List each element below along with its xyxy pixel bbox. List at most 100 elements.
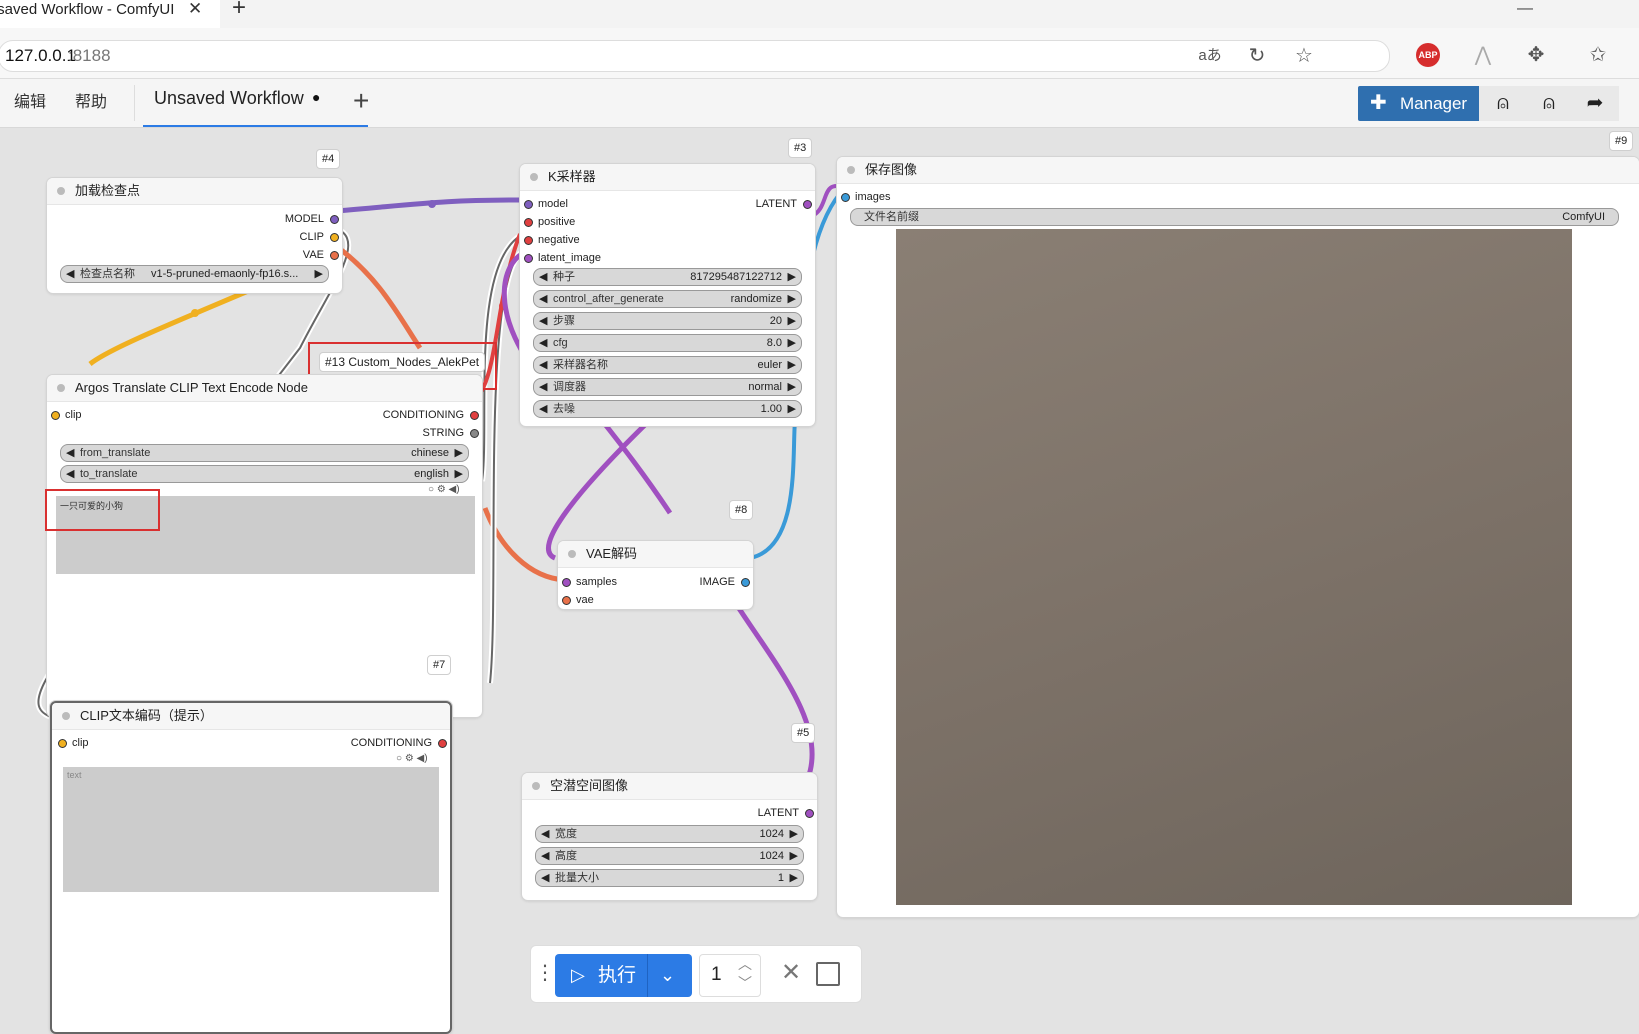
output-string-slot[interactable]: [470, 429, 479, 438]
manager-button[interactable]: ✚ Manager: [1358, 86, 1479, 121]
increment-icon[interactable]: ︿: [738, 956, 752, 972]
from-translate-combo[interactable]: ◀ from_translate chinese ▶: [60, 444, 469, 462]
batch-count-stepper[interactable]: 1 ︿ ﹀: [699, 954, 761, 997]
extensions-icon[interactable]: ✥: [1527, 44, 1545, 66]
arrow-left-icon[interactable]: ◀: [541, 872, 550, 884]
width-widget[interactable]: ◀ 宽度 1024 ▶: [535, 825, 804, 843]
input-positive-slot[interactable]: [524, 218, 533, 227]
arrow-left-icon[interactable]: ◀: [66, 468, 75, 480]
adblock-icon[interactable]: ABP: [1416, 43, 1440, 67]
close-tab-icon[interactable]: ✕: [188, 0, 203, 18]
arrow-right-icon[interactable]: ▶: [789, 872, 798, 884]
browser-tab[interactable]: Unsaved Workflow - ComfyUI ✕: [0, 0, 220, 28]
drag-handle-icon[interactable]: ⋮: [535, 962, 555, 984]
menu-help[interactable]: 帮助: [75, 94, 108, 111]
input-model-slot[interactable]: [524, 200, 533, 209]
arrow-left-icon[interactable]: ◀: [66, 447, 75, 459]
output-image-slot[interactable]: [741, 578, 750, 587]
input-clip-slot[interactable]: [51, 411, 60, 420]
arrow-right-icon[interactable]: ▶: [789, 828, 798, 840]
node-title-bar[interactable]: CLIP文本编码（提示）: [52, 703, 450, 730]
textarea-tools-icon[interactable]: ○ ⚙ ◀): [396, 753, 428, 764]
add-workflow-button[interactable]: +: [353, 85, 370, 116]
cfg-widget[interactable]: ◀ cfg 8.0 ▶: [533, 334, 802, 352]
filename-prefix-widget[interactable]: 文件名前缀 ComfyUI: [850, 208, 1619, 226]
arrow-left-icon[interactable]: ◀: [539, 403, 548, 415]
arrow-right-icon[interactable]: ▶: [454, 447, 463, 459]
arrow-right-icon[interactable]: ▶: [787, 293, 796, 305]
node-title-bar[interactable]: Argos Translate CLIP Text Encode Node: [47, 375, 482, 402]
output-latent-slot[interactable]: [803, 200, 812, 209]
checkpoint-loader-node[interactable]: 加载检查点 MODEL CLIP VAE ◀ 检查点名称 v1-5-pruned…: [47, 178, 342, 293]
collapse-dot-icon[interactable]: [62, 712, 70, 720]
run-button[interactable]: ▷ 执行 ⌄: [555, 954, 692, 997]
output-image-placeholder[interactable]: [896, 229, 1572, 905]
arrow-left-icon[interactable]: ◀: [539, 315, 548, 327]
collapse-dot-icon[interactable]: [532, 782, 540, 790]
chevron-down-icon[interactable]: ⌄: [660, 965, 676, 985]
brand-icon[interactable]: ⋀: [1474, 44, 1492, 66]
clip-text-encode-node[interactable]: CLIP文本编码（提示） clip CONDITIONING ○ ⚙ ◀) te…: [50, 701, 452, 1034]
collapse-dot-icon[interactable]: [57, 187, 65, 195]
output-clip-slot[interactable]: [330, 233, 339, 242]
node-title-bar[interactable]: 保存图像: [837, 157, 1639, 184]
node-title-bar[interactable]: 加载检查点: [47, 178, 342, 205]
node-title-bar[interactable]: VAE解码: [558, 541, 753, 568]
to-translate-combo[interactable]: ◀ to_translate english ▶: [60, 465, 469, 483]
save-image-node[interactable]: 保存图像 images 文件名前缀 ComfyUI: [837, 157, 1639, 917]
checkpoint-name-combo[interactable]: ◀ 检查点名称 v1-5-pruned-emaonly-fp16.s... ▶: [60, 265, 329, 283]
textarea-tools-icon[interactable]: ○ ⚙ ◀): [428, 484, 460, 495]
arrow-left-icon[interactable]: ◀: [539, 337, 548, 349]
arrow-left-icon[interactable]: ◀: [539, 271, 548, 283]
denoise-widget[interactable]: ◀ 去噪 1.00 ▶: [533, 400, 802, 418]
batch-size-widget[interactable]: ◀ 批量大小 1 ▶: [535, 869, 804, 887]
vae-decode-node[interactable]: VAE解码 samples vae IMAGE: [558, 541, 753, 609]
arrow-left-icon[interactable]: ◀: [66, 268, 75, 280]
steps-widget[interactable]: ◀ 步骤 20 ▶: [533, 312, 802, 330]
node-canvas[interactable]: #4 加载检查点 MODEL CLIP VAE ◀ 检查点名称 v1-5-pru…: [0, 128, 1639, 1034]
sampler-name-widget[interactable]: ◀ 采样器名称 euler ▶: [533, 356, 802, 374]
minimize-icon[interactable]: —: [1517, 0, 1533, 17]
menu-edit[interactable]: 编辑: [14, 94, 47, 111]
arrow-right-icon[interactable]: ▶: [789, 850, 798, 862]
arrow-right-icon[interactable]: ▶: [314, 268, 323, 280]
arrow-right-icon[interactable]: ▶: [787, 337, 796, 349]
new-tab-button[interactable]: +: [232, 0, 247, 21]
input-vae-slot[interactable]: [562, 596, 571, 605]
cancel-icon[interactable]: ✕: [781, 959, 802, 986]
input-clip-slot[interactable]: [58, 739, 67, 748]
translate-text-input[interactable]: 一只可爱的小狗: [56, 496, 475, 574]
arrow-left-icon[interactable]: ◀: [541, 828, 550, 840]
favorite-star-icon[interactable]: ☆: [1295, 45, 1313, 67]
input-samples-slot[interactable]: [562, 578, 571, 587]
empty-latent-node[interactable]: 空潜空间图像 LATENT ◀ 宽度 1024 ▶ ◀ 高度 1024 ▶ ◀ …: [522, 773, 817, 900]
seed-widget[interactable]: ◀ 种子 817295487122712 ▶: [533, 268, 802, 286]
arrow-left-icon[interactable]: ◀: [541, 850, 550, 862]
node-title-bar[interactable]: K采样器: [520, 164, 815, 191]
decrement-icon[interactable]: ﹀: [738, 975, 752, 991]
arrow-right-icon[interactable]: ▶: [787, 403, 796, 415]
address-bar[interactable]: 127.0.0.1 :8188 aあ ↻ ☆: [0, 40, 1390, 72]
arrow-right-icon[interactable]: ▶: [454, 468, 463, 480]
comfy-alt-icon[interactable]: ⍝: [1543, 92, 1555, 114]
node-title-bar[interactable]: 空潜空间图像: [522, 773, 817, 800]
collapse-dot-icon[interactable]: [57, 384, 65, 392]
height-widget[interactable]: ◀ 高度 1024 ▶: [535, 847, 804, 865]
input-negative-slot[interactable]: [524, 236, 533, 245]
stop-icon[interactable]: [816, 962, 840, 986]
collapse-dot-icon[interactable]: [847, 166, 855, 174]
tab-unsaved-workflow[interactable]: Unsaved Workflow ●: [143, 79, 368, 127]
input-images-slot[interactable]: [841, 193, 850, 202]
favorites-icon[interactable]: ✩: [1589, 44, 1607, 66]
collapse-dot-icon[interactable]: [568, 550, 576, 558]
comfy-logo-icon[interactable]: ⍝: [1497, 92, 1509, 114]
prompt-text-input[interactable]: text: [63, 767, 439, 892]
scheduler-widget[interactable]: ◀ 调度器 normal ▶: [533, 378, 802, 396]
refresh-edge-icon[interactable]: ↻: [1248, 45, 1266, 67]
arrow-right-icon[interactable]: ▶: [787, 381, 796, 393]
output-latent-slot[interactable]: [805, 809, 814, 818]
collapse-dot-icon[interactable]: [530, 173, 538, 181]
arrow-left-icon[interactable]: ◀: [539, 381, 548, 393]
ksampler-node[interactable]: K采样器 model positive negative latent_imag…: [520, 164, 815, 426]
arrow-right-icon[interactable]: ▶: [787, 271, 796, 283]
